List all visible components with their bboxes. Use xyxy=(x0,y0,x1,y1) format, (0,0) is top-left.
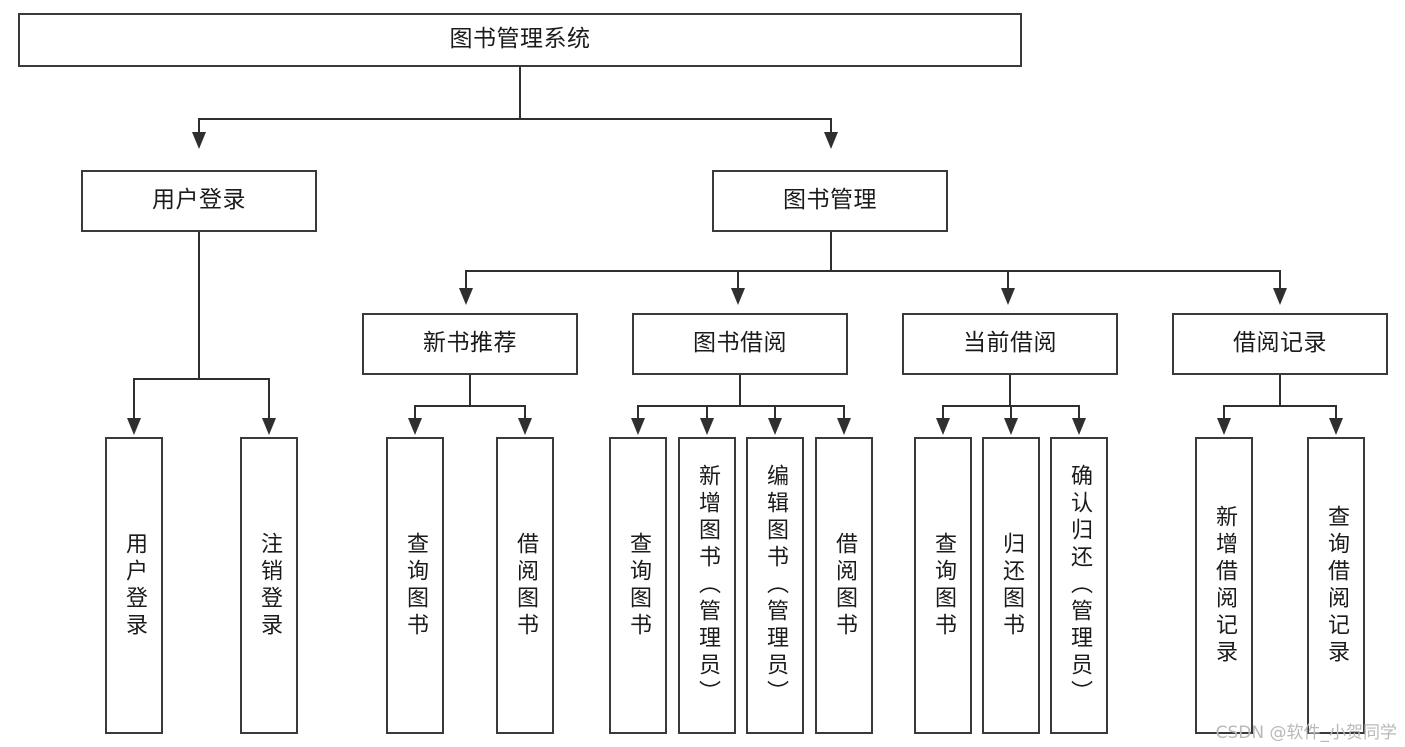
arrow-user-login xyxy=(191,132,206,149)
leaf-query-book-3: 查询图书 xyxy=(914,437,972,734)
leaf-edit-book: 编辑图书（管理员） xyxy=(746,437,804,734)
connector-book-borrow-stem xyxy=(739,375,742,407)
connector-drop-add-record xyxy=(1223,405,1226,420)
connector-drop-book-borrow xyxy=(737,270,740,290)
connector-borrow-record-bus xyxy=(1223,405,1337,408)
connector-book-manage-bus xyxy=(465,270,1281,273)
arrow-query-book-2 xyxy=(630,418,645,435)
connector-drop-leaf-user-login xyxy=(133,378,136,420)
node-book-manage: 图书管理 xyxy=(712,170,948,232)
connector-book-manage-stem xyxy=(830,232,833,272)
node-new-book-recommend: 新书推荐 xyxy=(362,313,578,375)
arrow-book-borrow xyxy=(730,288,745,305)
arrow-return-book xyxy=(1003,418,1018,435)
watermark-text: CSDN @软件_小贺同学 xyxy=(1215,723,1397,743)
connector-user-login-stem xyxy=(198,232,201,380)
arrow-edit-book xyxy=(767,418,782,435)
connector-new-book-rec-stem xyxy=(469,375,472,407)
arrow-leaf-logout xyxy=(261,418,276,435)
leaf-logout-label: 注销登录 xyxy=(257,531,282,640)
arrow-add-record xyxy=(1216,418,1231,435)
connector-drop-book-manage xyxy=(830,118,833,136)
leaf-confirm-return-label: 确认归还（管理员） xyxy=(1067,464,1092,707)
leaf-query-record-label: 查询借阅记录 xyxy=(1324,504,1349,667)
node-book-borrow: 图书借阅 xyxy=(632,313,848,375)
node-user-login: 用户登录 xyxy=(81,170,317,232)
arrow-book-manage xyxy=(823,132,838,149)
connector-drop-borrow-book-2 xyxy=(843,405,846,420)
leaf-borrow-book-2-label: 借阅图书 xyxy=(832,531,857,640)
arrow-query-book-1 xyxy=(407,418,422,435)
connector-drop-query-book-3 xyxy=(942,405,945,420)
leaf-return-book: 归还图书 xyxy=(982,437,1040,734)
leaf-edit-book-label: 编辑图书（管理员） xyxy=(763,464,788,707)
leaf-borrow-book-1-label: 借阅图书 xyxy=(513,531,538,640)
leaf-add-record: 新增借阅记录 xyxy=(1195,437,1253,734)
leaf-borrow-book-1: 借阅图书 xyxy=(496,437,554,734)
connector-drop-confirm-return xyxy=(1078,405,1081,420)
connector-drop-borrow-book-1 xyxy=(524,405,527,420)
connector-root-bus xyxy=(198,118,832,121)
leaf-query-record: 查询借阅记录 xyxy=(1307,437,1365,734)
connector-drop-query-book-2 xyxy=(637,405,640,420)
arrow-query-record xyxy=(1328,418,1343,435)
connector-drop-query-record xyxy=(1335,405,1338,420)
connector-borrow-record-stem xyxy=(1279,375,1282,407)
connector-drop-query-book-1 xyxy=(414,405,417,420)
connector-root-stem xyxy=(519,67,522,120)
arrow-query-book-3 xyxy=(935,418,950,435)
arrow-current-borrow xyxy=(1000,288,1015,305)
leaf-add-record-label: 新增借阅记录 xyxy=(1212,504,1237,667)
connector-book-borrow-bus xyxy=(637,405,845,408)
connector-drop-return-book xyxy=(1010,405,1013,420)
connector-user-login-bus xyxy=(133,378,270,381)
leaf-confirm-return: 确认归还（管理员） xyxy=(1050,437,1108,734)
leaf-return-book-label: 归还图书 xyxy=(999,531,1024,640)
arrow-borrow-book-1 xyxy=(517,418,532,435)
connector-drop-leaf-logout xyxy=(268,378,271,420)
node-current-borrow: 当前借阅 xyxy=(902,313,1118,375)
connector-drop-user-login xyxy=(198,118,201,136)
arrow-add-book xyxy=(699,418,714,435)
arrow-leaf-user-login xyxy=(126,418,141,435)
arrow-new-book-rec xyxy=(458,288,473,305)
leaf-logout: 注销登录 xyxy=(240,437,298,734)
connector-drop-new-book-rec xyxy=(465,270,468,290)
leaf-add-book: 新增图书（管理员） xyxy=(678,437,736,734)
leaf-borrow-book-2: 借阅图书 xyxy=(815,437,873,734)
leaf-user-login-label: 用户登录 xyxy=(122,531,147,640)
connector-drop-borrow-record xyxy=(1279,270,1282,290)
connector-new-book-rec-bus xyxy=(414,405,526,408)
leaf-add-book-label: 新增图书（管理员） xyxy=(695,464,720,707)
connector-current-borrow-stem xyxy=(1009,375,1012,407)
connector-drop-add-book xyxy=(706,405,709,420)
leaf-query-book-3-label: 查询图书 xyxy=(931,531,956,640)
node-borrow-record: 借阅记录 xyxy=(1172,313,1388,375)
connector-drop-current-borrow xyxy=(1007,270,1010,290)
leaf-query-book-1-label: 查询图书 xyxy=(403,531,428,640)
leaf-query-book-2-label: 查询图书 xyxy=(626,531,651,640)
connector-drop-edit-book xyxy=(774,405,777,420)
leaf-query-book-2: 查询图书 xyxy=(609,437,667,734)
leaf-user-login: 用户登录 xyxy=(105,437,163,734)
node-root-system: 图书管理系统 xyxy=(18,13,1022,67)
leaf-query-book-1: 查询图书 xyxy=(386,437,444,734)
arrow-borrow-record xyxy=(1272,288,1287,305)
arrow-borrow-book-2 xyxy=(836,418,851,435)
arrow-confirm-return xyxy=(1071,418,1086,435)
